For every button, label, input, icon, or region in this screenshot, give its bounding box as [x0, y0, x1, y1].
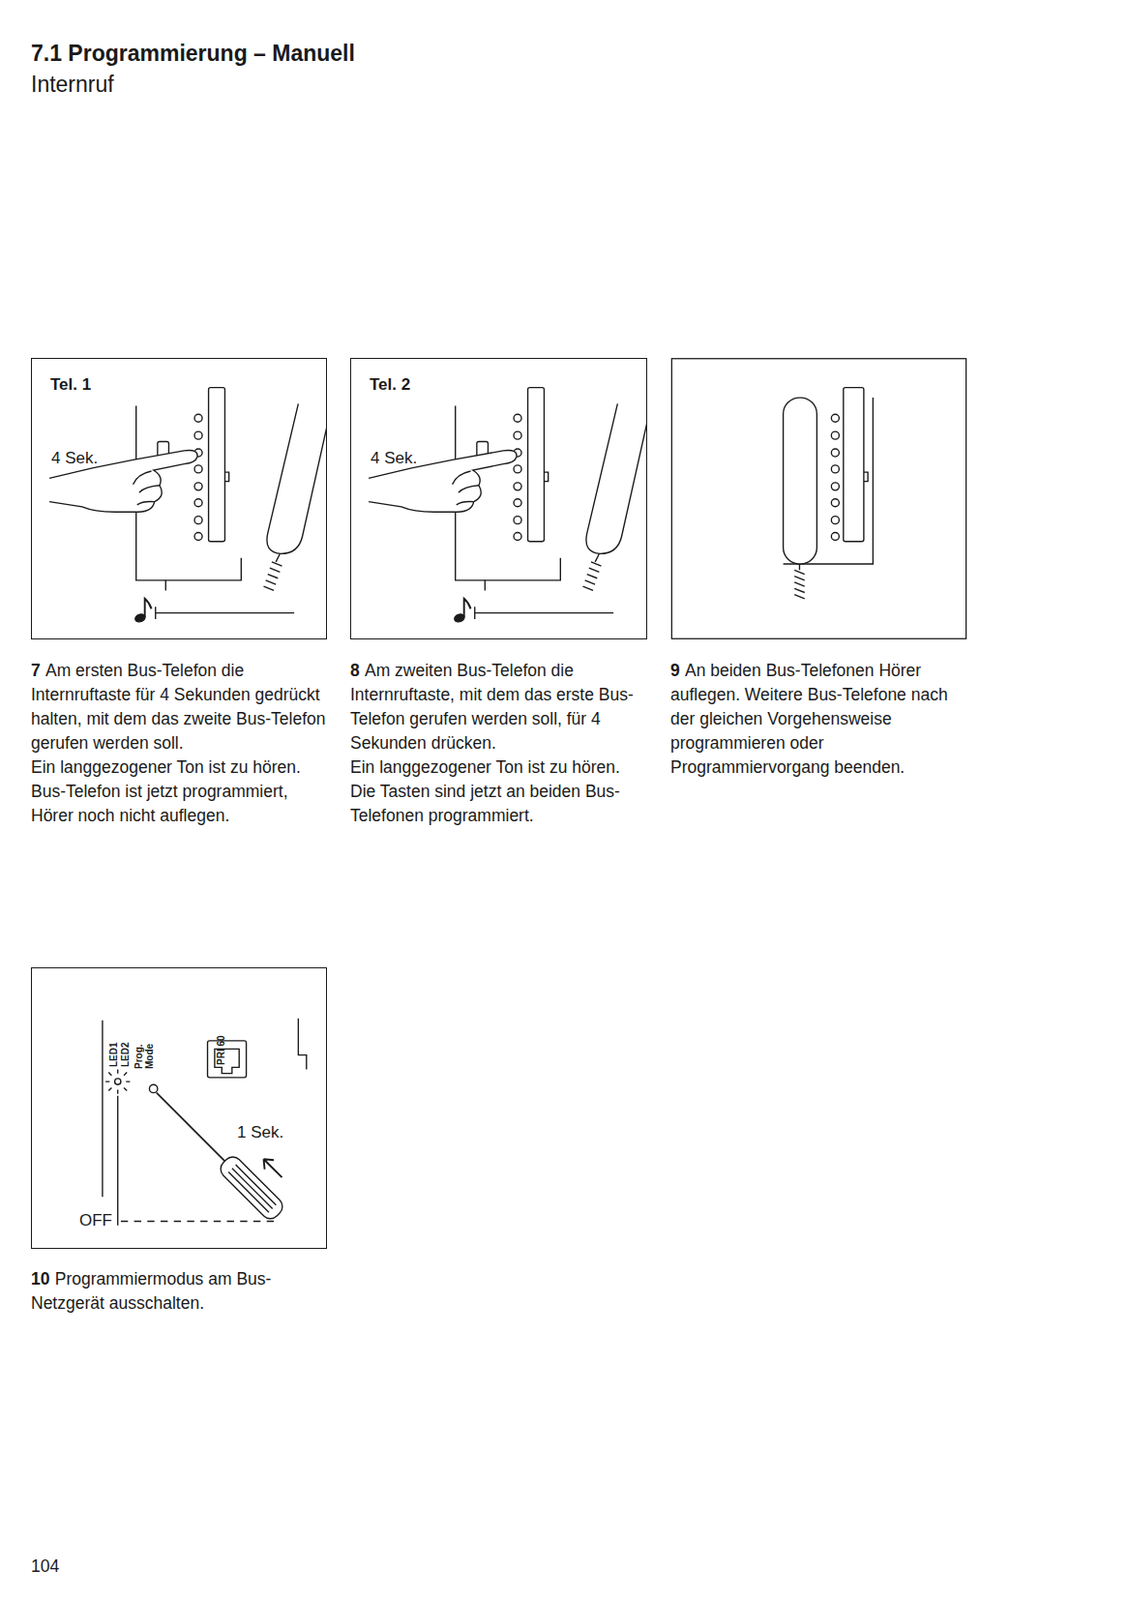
state-label: OFF	[79, 1211, 113, 1231]
step-text: An beiden Bus-Telefonen Hörer auflegen. …	[670, 660, 949, 777]
led-label: LED2	[119, 1018, 131, 1068]
step-number: 10	[30, 1269, 50, 1289]
duration-label: 1 Sek.	[237, 1123, 284, 1143]
phone-illustration	[350, 357, 647, 640]
illustration-frame: Tel. 2 4 Sek.	[350, 357, 648, 640]
step-text: Bus-Telefon ist jetzt programmiert, Höre…	[30, 779, 331, 829]
phone-hung-up-illustration	[670, 357, 968, 640]
step-text: Programmiermodus am Bus-Netzgerät aussch…	[30, 1269, 271, 1313]
button-label: Prog. Mode	[133, 1036, 155, 1069]
step-caption: 9An beiden Bus-Telefonen Hörer auflegen.…	[670, 658, 971, 780]
page-number: 104	[30, 1556, 60, 1577]
power-supply-illustration	[30, 967, 327, 1249]
section-subtitle: Internruf	[30, 71, 115, 98]
step-number: 7	[30, 660, 41, 681]
phone-label: Tel. 2	[369, 375, 411, 395]
step-text: Ein langgezogener Ton ist zu hören.	[30, 755, 331, 780]
socket-label: PRI 60	[215, 1016, 227, 1066]
duration-label: 4 Sek.	[370, 448, 417, 469]
phone-label: Tel. 1	[50, 375, 91, 395]
step-caption: 8Am zweiten Bus-Telefon die Internruftas…	[350, 658, 651, 829]
step-text: Am zweiten Bus-Telefon die Internruftast…	[350, 660, 634, 753]
duration-label: 4 Sek.	[51, 448, 98, 469]
step-caption: 7Am ersten Bus-Telefon die Internruftast…	[30, 658, 331, 829]
step-text: Die Tasten sind jetzt an beiden Bus-Tele…	[350, 779, 651, 829]
step-text: Ein langgezogener Ton ist zu hören.	[350, 755, 651, 780]
phone-illustration	[30, 357, 327, 640]
led-label: LED1	[108, 1018, 119, 1068]
illustration-frame: Tel. 1 4 Sek.	[30, 357, 327, 640]
step-number: 8	[350, 660, 360, 681]
page-title: 7.1 Programmierung – Manuell	[30, 40, 356, 67]
step-number: 9	[670, 660, 681, 681]
step-text: Am ersten Bus-Telefon die Internruftaste…	[30, 660, 326, 753]
step-caption: 10Programmiermodus am Bus-Netzgerät auss…	[30, 1267, 331, 1316]
illustration-frame: LED1LED2Prog. Mode PRI 60 1 Sek. OFF	[30, 967, 327, 1249]
